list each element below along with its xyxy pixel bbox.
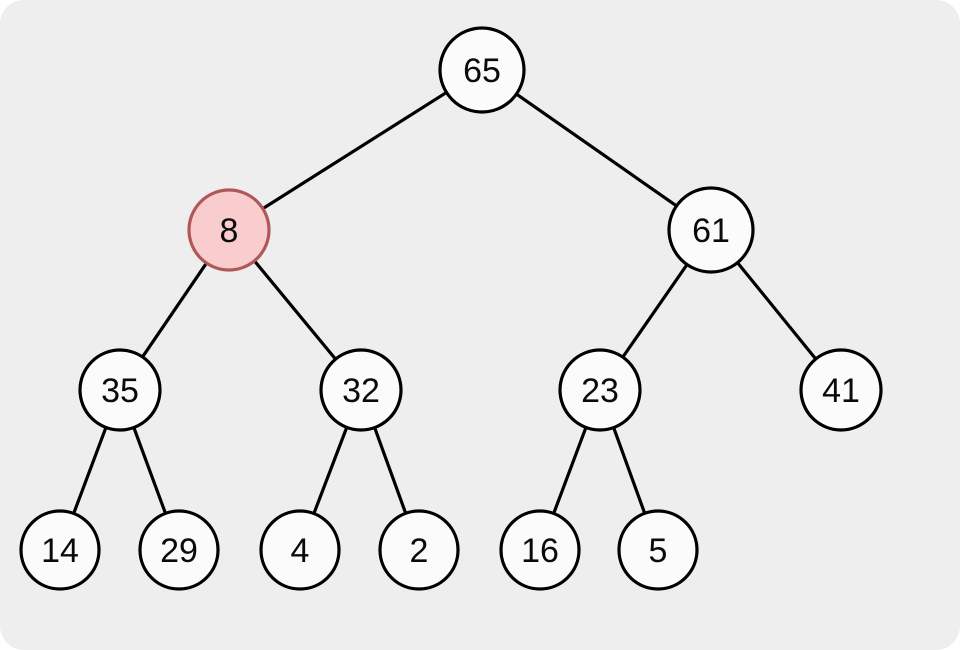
tree-node-29[interactable]: 29 xyxy=(138,509,220,591)
tree-edge-23-to-5 xyxy=(612,426,647,515)
node-circle-8[interactable] xyxy=(187,188,271,272)
node-label-5: 5 xyxy=(649,532,668,570)
node-circle-32[interactable] xyxy=(319,348,403,432)
node-circle-5[interactable] xyxy=(617,509,699,591)
node-circle-14[interactable] xyxy=(19,509,101,591)
tree-edge-23-to-16 xyxy=(552,425,588,516)
node-label-65: 65 xyxy=(463,52,501,90)
tree-node-2[interactable]: 2 xyxy=(378,509,460,591)
tree-node-61[interactable]: 61 xyxy=(667,186,755,274)
tree-node-65[interactable]: 65 xyxy=(438,26,526,114)
tree-node-8[interactable]: 8 xyxy=(187,188,271,272)
node-circle-41[interactable] xyxy=(799,348,883,432)
tree-node-35[interactable]: 35 xyxy=(78,348,162,432)
tree-edge-65-to-61 xyxy=(514,92,679,208)
node-label-35: 35 xyxy=(101,372,139,410)
node-label-14: 14 xyxy=(41,532,79,570)
tree-node-4[interactable]: 4 xyxy=(259,509,341,591)
node-label-23: 23 xyxy=(581,372,619,410)
node-label-41: 41 xyxy=(822,372,860,410)
node-label-16: 16 xyxy=(521,532,559,570)
tree-edge-65-to-8 xyxy=(261,90,449,211)
tree-edge-8-to-32 xyxy=(252,259,338,361)
tree-edge-32-to-4 xyxy=(312,425,349,516)
node-circle-2[interactable] xyxy=(378,509,460,591)
tree-node-41[interactable]: 41 xyxy=(799,348,883,432)
node-circle-29[interactable] xyxy=(138,509,220,591)
node-label-2: 2 xyxy=(410,532,429,570)
node-circle-23[interactable] xyxy=(558,348,642,432)
tree-node-14[interactable]: 14 xyxy=(19,509,101,591)
tree-edge-layer xyxy=(72,90,818,516)
tree-node-32[interactable]: 32 xyxy=(319,348,403,432)
tree-node-5[interactable]: 5 xyxy=(617,509,699,591)
tree-edge-61-to-41 xyxy=(735,260,818,361)
tree-edge-61-to-23 xyxy=(621,262,689,359)
tree-edge-35-to-29 xyxy=(132,425,168,516)
node-circle-35[interactable] xyxy=(78,348,162,432)
tree-edge-32-to-2 xyxy=(373,426,408,515)
tree-node-layer: 65 8 61 35 32 23 41 14 29 4 2 16 5 xyxy=(19,26,883,591)
tree-node-23[interactable]: 23 xyxy=(558,348,642,432)
node-label-29: 29 xyxy=(160,532,198,570)
tree-node-16[interactable]: 16 xyxy=(499,509,581,591)
tree-edge-35-to-14 xyxy=(72,425,108,516)
tree-edge-8-to-35 xyxy=(140,261,209,359)
node-circle-4[interactable] xyxy=(259,509,341,591)
node-label-32: 32 xyxy=(342,372,380,410)
node-circle-16[interactable] xyxy=(499,509,581,591)
node-label-4: 4 xyxy=(291,532,310,570)
node-circle-61[interactable] xyxy=(667,186,755,274)
node-circle-65[interactable] xyxy=(438,26,526,114)
node-label-8: 8 xyxy=(220,212,239,250)
node-label-61: 61 xyxy=(692,212,730,250)
